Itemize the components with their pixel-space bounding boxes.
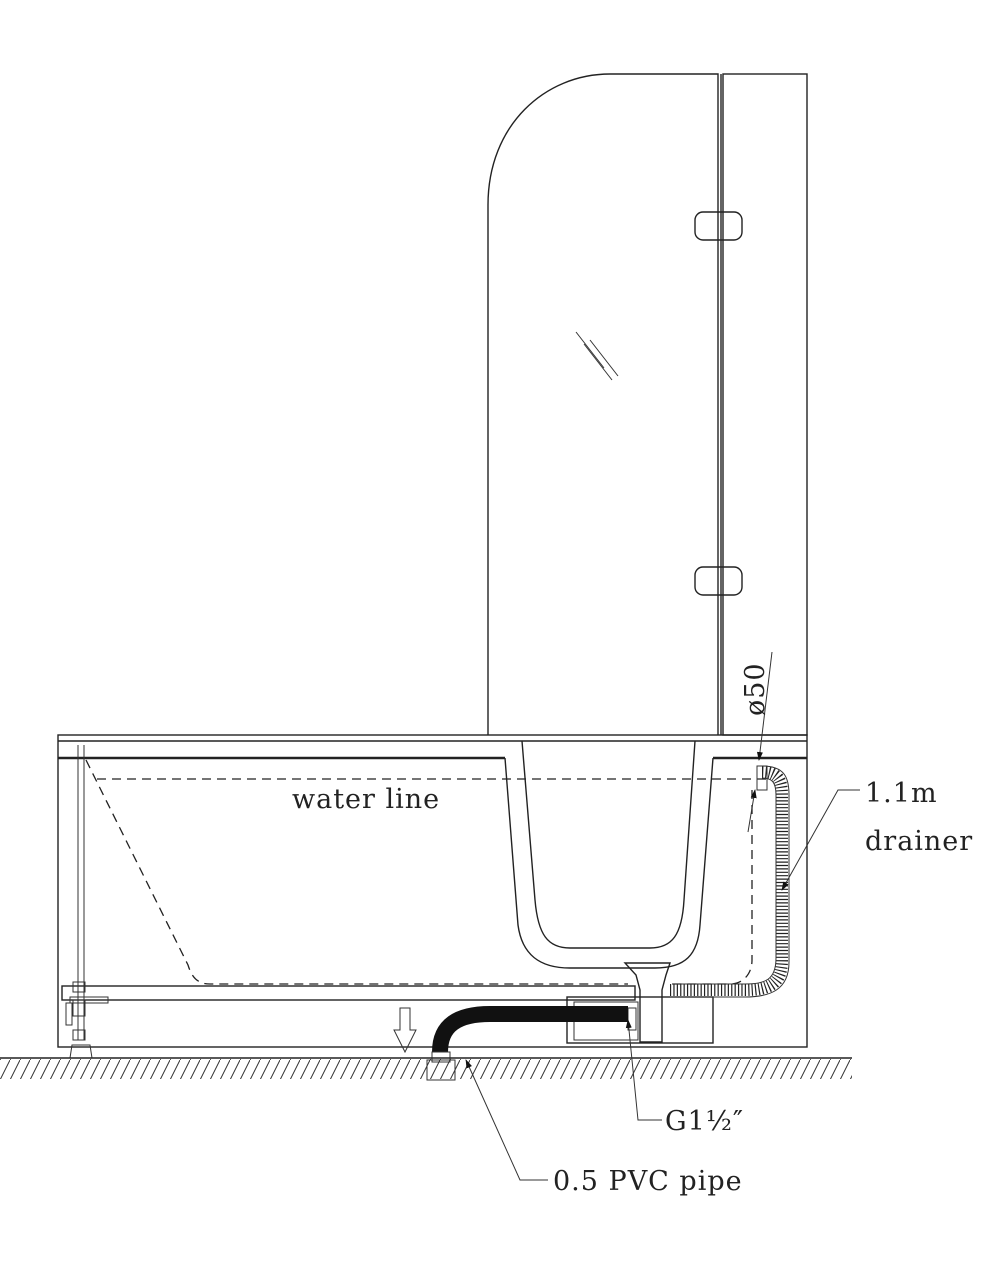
glass-panel-fixed bbox=[722, 73, 808, 736]
tub-inner-contour bbox=[85, 759, 628, 985]
pipe-leader bbox=[465, 1059, 548, 1181]
bathtub bbox=[57, 734, 808, 1081]
drainer-label: drainer bbox=[865, 826, 973, 857]
shower-screen bbox=[487, 73, 808, 736]
drain-fitting bbox=[623, 962, 671, 1043]
seat-well-inner bbox=[521, 740, 696, 949]
drainer-leader bbox=[781, 789, 860, 891]
overflow-outlet bbox=[756, 765, 768, 791]
seat-well-outer bbox=[504, 757, 714, 969]
base-rail bbox=[61, 985, 636, 1001]
diameter-leader bbox=[756, 651, 773, 761]
pvc-pipe-label: 0.5 PVC pipe bbox=[553, 1166, 743, 1197]
drainer-hose bbox=[670, 766, 788, 996]
thread-label: G1½″ bbox=[665, 1106, 744, 1137]
annotations bbox=[465, 651, 860, 1181]
water-line-label: water line bbox=[292, 784, 440, 815]
hinge-icon bbox=[694, 211, 743, 241]
diameter-label: ø50 bbox=[740, 662, 771, 716]
drainer-length-label: 1.1m bbox=[865, 778, 938, 809]
thread-leader bbox=[625, 1019, 662, 1121]
glass-panel-curved bbox=[487, 73, 719, 735]
arrow-down-icon bbox=[393, 1007, 417, 1054]
glass-reflection-mark bbox=[575, 331, 605, 369]
corrugated-pvc-pipe bbox=[432, 1006, 628, 1053]
hinge-icon bbox=[694, 566, 743, 596]
floor bbox=[0, 1057, 852, 1079]
